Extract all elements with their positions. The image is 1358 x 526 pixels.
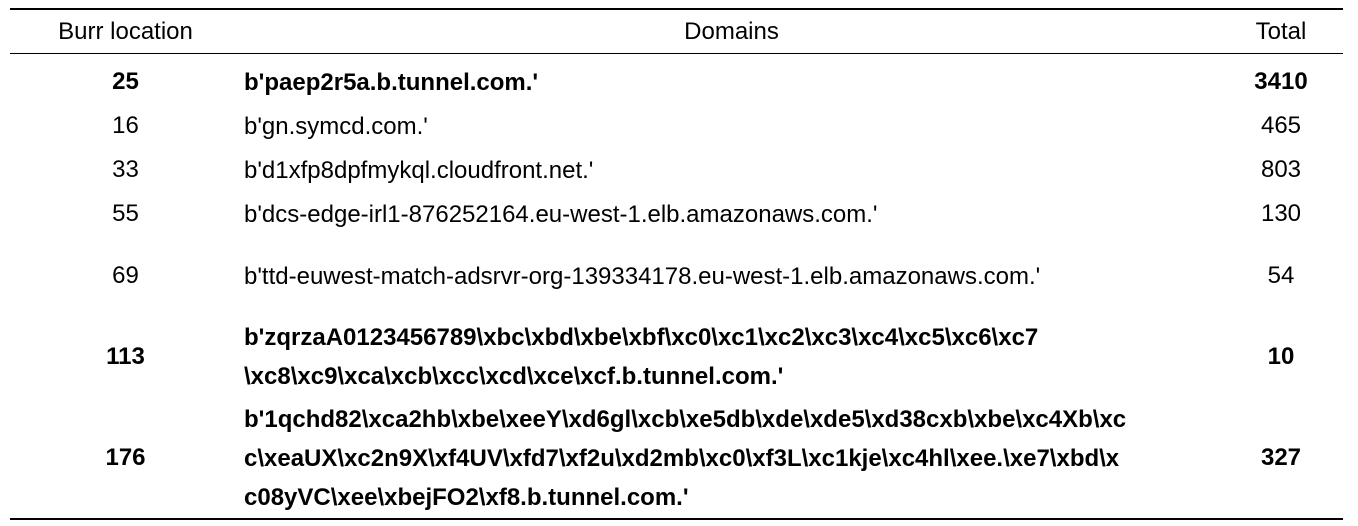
cell-burr-location: 25 xyxy=(112,67,139,95)
table-row: 16 b'gn.symcd.com.' 465 xyxy=(10,104,1343,148)
domains-table: Burr location Domains Total 25 b'paep2r5… xyxy=(10,8,1343,520)
cell-total: 803 xyxy=(1260,155,1302,183)
cell-domain: b'paep2r5a.b.tunnel.com.' xyxy=(241,54,1219,105)
table-row: 176 b'1qchd82\xca2hb\xbe\xeeY\xd6gl\xcb\… xyxy=(10,398,1343,519)
cell-domain: b'zqrzaA0123456789\xbc\xbd\xbe\xbf\xc0\x… xyxy=(241,316,1219,398)
table-row: 33 b'd1xfp8dpfmykql.cloudfront.net.' 803 xyxy=(10,148,1343,192)
domain-line: c08yVC\xee\xbejFO2\xf8.b.tunnel.com.' xyxy=(244,483,689,511)
domain-line: b'd1xfp8dpfmykql.cloudfront.net.' xyxy=(244,156,594,184)
domain-line: b'paep2r5a.b.tunnel.com.' xyxy=(244,68,539,96)
domain-line: \xc8\xc9\xca\xcb\xcc\xcd\xce\xcf.b.tunne… xyxy=(244,363,784,390)
cell-total: 3410 xyxy=(1254,67,1308,95)
cell-domain: b'd1xfp8dpfmykql.cloudfront.net.' xyxy=(241,148,1219,192)
cell-burr-location: 176 xyxy=(105,443,146,471)
table-row: 55 b'dcs-edge-irl1-876252164.eu-west-1.e… xyxy=(10,192,1343,236)
table-row: 25 b'paep2r5a.b.tunnel.com.' 3410 xyxy=(10,54,1343,105)
table-body: 25 b'paep2r5a.b.tunnel.com.' 3410 16 b'g… xyxy=(10,54,1343,519)
domains-table-container: Burr location Domains Total 25 b'paep2r5… xyxy=(10,8,1343,520)
cell-total: 10 xyxy=(1267,342,1295,370)
domain-line: b'gn.symcd.com.' xyxy=(244,112,428,140)
cell-domain: b'1qchd82\xca2hb\xbe\xeeY\xd6gl\xcb\xe5d… xyxy=(241,398,1219,519)
header-total: Total xyxy=(1255,17,1307,45)
cell-total: 327 xyxy=(1260,443,1302,471)
table-row: 113 b'zqrzaA0123456789\xbc\xbd\xbe\xbf\x… xyxy=(10,316,1343,398)
cell-total: 465 xyxy=(1260,111,1302,139)
domain-line: b'ttd-euwest-match-adsrvr-org-139334178.… xyxy=(244,262,1041,290)
table-row: 69 b'ttd-euwest-match-adsrvr-org-1393341… xyxy=(10,236,1343,316)
cell-total: 54 xyxy=(1267,261,1295,289)
domain-line: c\xeaUX\xc2n9X\xf4UV\xfd7\xf2u\xd2mb\xc0… xyxy=(244,444,1120,472)
domain-line: b'dcs-edge-irl1-876252164.eu-west-1.elb.… xyxy=(244,200,878,228)
domain-line: b'1qchd82\xca2hb\xbe\xeeY\xd6gl\xcb\xe5d… xyxy=(244,405,1127,433)
cell-domain: b'dcs-edge-irl1-876252164.eu-west-1.elb.… xyxy=(241,192,1219,236)
header-domains: Domains xyxy=(684,17,779,45)
domain-line: b'zqrzaA0123456789\xbc\xbd\xbe\xbf\xc0\x… xyxy=(244,324,1039,351)
cell-burr-location: 113 xyxy=(106,342,145,370)
cell-burr-location: 55 xyxy=(112,199,139,227)
header-burr-location: Burr location xyxy=(58,17,193,45)
cell-burr-location: 69 xyxy=(112,261,139,289)
table-header-row: Burr location Domains Total xyxy=(10,9,1343,54)
cell-domain: b'gn.symcd.com.' xyxy=(241,104,1219,148)
cell-total: 130 xyxy=(1260,199,1302,227)
cell-domain: b'ttd-euwest-match-adsrvr-org-139334178.… xyxy=(241,236,1219,316)
cell-burr-location: 16 xyxy=(112,111,139,139)
cell-burr-location: 33 xyxy=(112,155,139,183)
